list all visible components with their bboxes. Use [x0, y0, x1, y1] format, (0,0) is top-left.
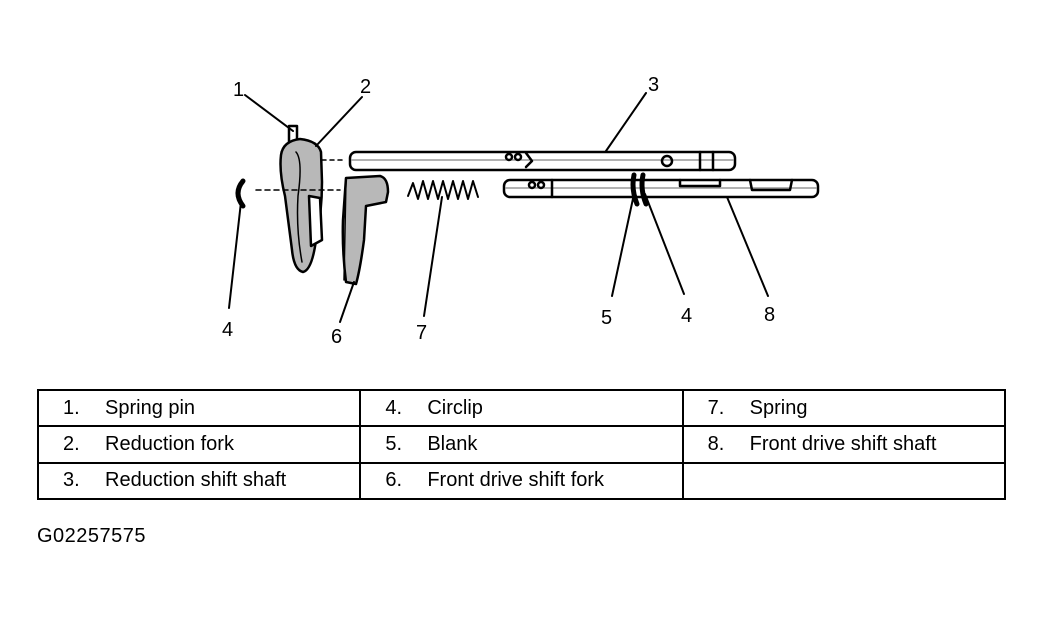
callout-3: 3	[648, 74, 659, 96]
blank	[630, 172, 640, 207]
legend-cell: 8. Front drive shift shaft	[681, 425, 1007, 464]
callout-1: 1	[233, 79, 244, 101]
callout-4-left: 4	[222, 319, 233, 341]
legend-number: 3.	[63, 469, 80, 492]
legend-number: 4.	[385, 396, 403, 419]
legend-number: 7.	[707, 396, 725, 419]
legend-label: Front drive shift shaft	[749, 432, 937, 455]
legend-cell: 4. Circlip	[359, 388, 684, 428]
leader-lines	[228, 92, 769, 323]
legend-cell: 5. Blank	[359, 425, 684, 464]
legend-number: 1.	[63, 396, 80, 419]
callout-4-shaft: 4	[681, 305, 692, 327]
callout-6: 6	[331, 326, 342, 348]
legend-cell: 6. Front drive shift fork	[359, 461, 684, 501]
legend-label: Spring pin	[105, 396, 196, 419]
callout-8: 8	[764, 304, 775, 326]
legend-label: Circlip	[427, 396, 483, 419]
exploded-parts-diagram: 1 2 3 4 5 4 8 6 7	[222, 74, 820, 348]
legend-cell: 3. Reduction shift shaft	[36, 461, 362, 501]
front-drive-shift-shaft	[502, 178, 820, 199]
legend-label: Reduction fork	[105, 432, 234, 455]
legend-label: Front drive shift fork	[427, 469, 605, 492]
reduction-shift-shaft	[348, 150, 737, 172]
circlip-on-shaft	[639, 172, 649, 207]
reduction-fork	[279, 124, 347, 274]
callout-5: 5	[601, 307, 612, 329]
legend-number: 8.	[707, 432, 725, 455]
legend-row: 1. Spring pin 4. Circlip 7. Spring	[36, 388, 1007, 428]
callout-2: 2	[360, 76, 371, 98]
legend-label: Blank	[427, 432, 478, 455]
legend-row: 2. Reduction fork 5. Blank 8. Front drive s…	[36, 425, 1007, 464]
front-drive-shift-fork	[341, 174, 390, 286]
legend-number: 2.	[63, 432, 80, 455]
legend-cell-empty	[681, 461, 1007, 501]
legend-label: Spring	[749, 396, 808, 419]
legend-cell: 7. Spring	[681, 388, 1007, 428]
parts-legend-table: 1. Spring pin 4. Circlip 7. Spring 2. Reduct…	[36, 388, 1007, 501]
legend-row: 3. Reduction shift shaft 6. Front drive sh…	[36, 461, 1007, 501]
legend-cell: 2. Reduction fork	[36, 425, 362, 464]
spring	[407, 180, 479, 200]
legend-cell: 1. Spring pin	[36, 388, 362, 428]
legend-label: Reduction shift shaft	[105, 469, 287, 492]
figure-id: G02257575	[37, 525, 147, 547]
callout-7: 7	[416, 322, 427, 344]
legend-number: 6.	[385, 469, 403, 492]
legend-number: 5.	[385, 432, 403, 455]
